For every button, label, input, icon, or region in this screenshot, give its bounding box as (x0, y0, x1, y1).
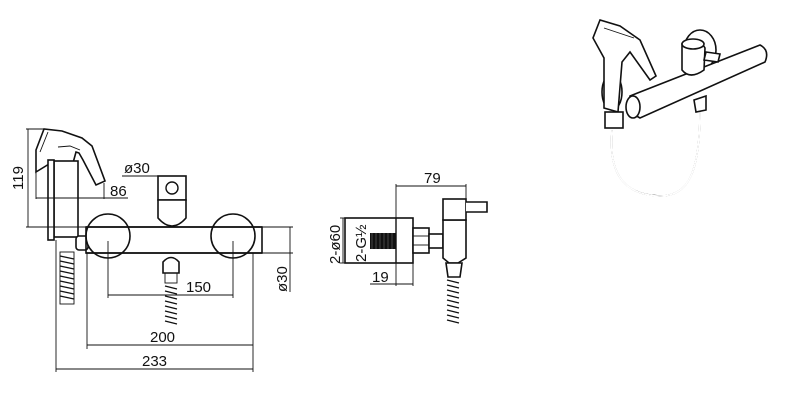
dim-119: 119 (10, 128, 86, 228)
dim-19: 19 (370, 263, 414, 286)
mixer-body (85, 226, 263, 254)
dim-thread: 2-G½ (353, 224, 370, 262)
dim-233: 233 (55, 240, 254, 372)
dim-150: 150 (107, 241, 234, 298)
front-view: 119 86 ø30 ø30 150 (10, 128, 293, 372)
dim-handle-dia: ø30 (122, 160, 186, 177)
svg-text:200: 200 (150, 329, 175, 346)
svg-text:2-ø60: 2-ø60 (327, 225, 344, 264)
sprayer-hose (59, 251, 75, 305)
dim-200: 200 (86, 253, 254, 349)
svg-text:ø30: ø30 (124, 160, 150, 177)
outlet-hose (162, 256, 180, 325)
sprayer-head (35, 128, 107, 241)
side-view: 79 2-ø60 2-G½ 19 (327, 170, 488, 324)
dim-86: 86 (35, 172, 128, 200)
lever-handle (157, 175, 187, 227)
dim-flange-dia: 2-ø60 (327, 217, 345, 264)
svg-text:233: 233 (142, 353, 167, 370)
svg-text:19: 19 (372, 269, 389, 286)
svg-text:2-G½: 2-G½ (353, 224, 370, 262)
svg-text:ø30: ø30 (274, 266, 291, 292)
svg-text:79: 79 (424, 170, 441, 187)
dim-79: 79 (395, 170, 467, 218)
svg-text:150: 150 (186, 279, 211, 296)
iso-view (592, 19, 768, 197)
dim-body-dia: ø30 (262, 226, 293, 292)
svg-text:119: 119 (10, 166, 27, 190)
svg-text:86: 86 (110, 183, 127, 200)
